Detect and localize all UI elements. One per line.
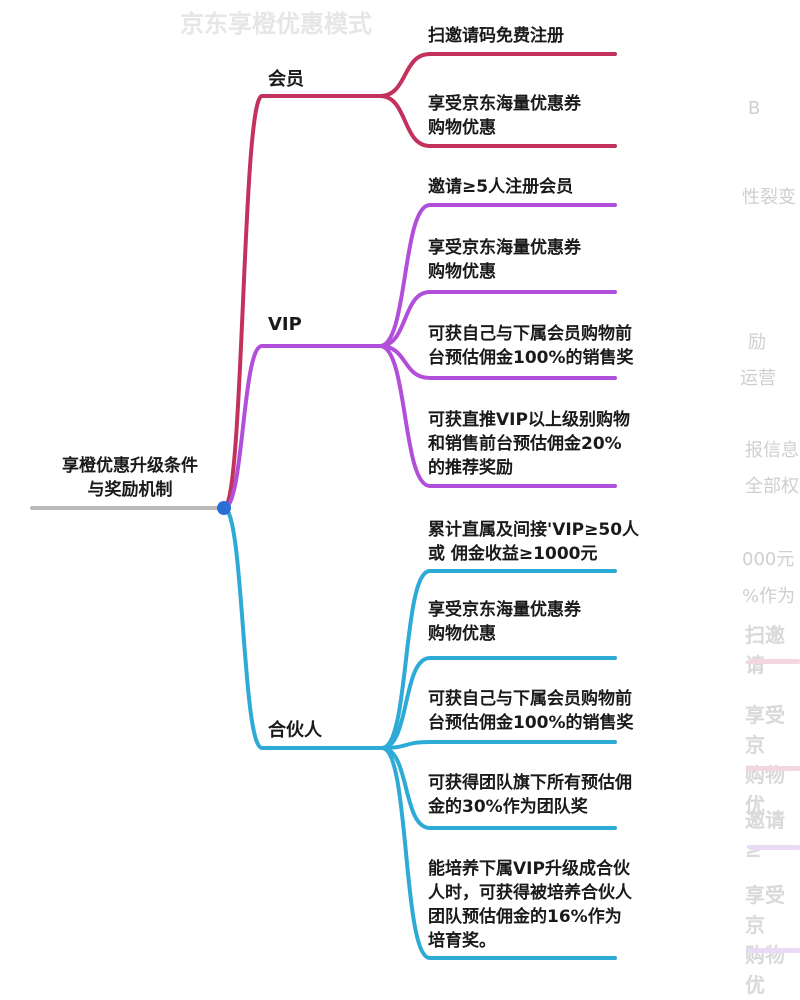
ghost-bar — [748, 948, 800, 953]
ghost-fragment: 报信息 — [745, 440, 799, 461]
branch-connector-member — [222, 94, 264, 510]
ghost-fragment-bold: 扫邀请 — [745, 623, 785, 677]
ghost-fragment: %作为 — [742, 586, 796, 607]
ghost-fragment: 性裂变 — [742, 187, 796, 208]
branch-connector-vip — [222, 344, 264, 510]
branch-vip: VIP — [268, 314, 302, 335]
ghost-bar — [748, 845, 800, 850]
ghost-fragment: 运营 — [740, 368, 776, 389]
leaf-connector-partner-5 — [380, 746, 617, 960]
leaf-partner-4: 可获得团队旗下所有预估佣 金的30%作为团队奖 — [428, 773, 632, 817]
mindmap-connectors — [30, 52, 617, 960]
leaf-member-2: 享受京东海量优惠券 购物优惠 — [428, 94, 581, 138]
ghost-fragment-bold: 邀请≥ — [745, 808, 785, 862]
ghost-fragment: 全部权 — [745, 476, 799, 497]
leaf-connector-vip-4 — [378, 344, 617, 488]
leaf-connector-vip-3 — [378, 344, 617, 380]
branch-member: 会员 — [268, 69, 304, 90]
ghost-bar — [748, 659, 800, 664]
leaf-partner-3: 可获自己与下属会员购物前 台预估佣金100%的销售奖 — [428, 689, 634, 733]
ghost-fragment: 000元 — [742, 549, 795, 570]
root-node-dot — [217, 501, 231, 515]
leaf-connector-vip-1 — [378, 203, 617, 348]
leaf-partner-2: 享受京东海量优惠券 购物优惠 — [428, 600, 581, 644]
leaf-member-1: 扫邀请码免费注册 — [428, 26, 564, 46]
leaf-connector-partner-2 — [380, 656, 617, 750]
leaf-connector-member-2 — [378, 94, 617, 148]
leaf-connector-vip-2 — [378, 290, 617, 348]
leaf-connector-partner-4 — [380, 746, 617, 830]
leaf-vip-3: 可获自己与下属会员购物前 台预估佣金100%的销售奖 — [428, 324, 634, 368]
branch-partner: 合伙人 — [268, 720, 322, 741]
ghost-bar — [748, 766, 800, 771]
ghost-fragment: 励 — [748, 332, 766, 353]
leaf-connector-partner-3 — [380, 740, 617, 750]
leaf-vip-2: 享受京东海量优惠券 购物优惠 — [428, 238, 581, 282]
leaf-connector-partner-1 — [380, 569, 617, 750]
leaf-vip-1: 邀请≥5人注册会员 — [428, 177, 574, 197]
leaf-partner-1: 累计直属及间接'VIP≥50人 或 佣金收益≥1000元 — [428, 520, 640, 564]
ghost-title: 京东享橙优惠模式 — [180, 10, 372, 38]
ghost-fragment: B — [748, 98, 761, 119]
ghost-fragment-bold: 享受京 购物优 — [745, 883, 785, 997]
leaf-partner-5: 能培养下属VIP升级成合伙 人时，可获得被培养合伙人 团队预估佣金的16%作为 … — [428, 859, 632, 951]
leaf-connector-member-1 — [378, 52, 617, 98]
root-topic: 享橙优惠升级条件 与奖励机制 — [62, 456, 198, 500]
branch-connector-partner — [222, 506, 264, 750]
leaf-vip-4: 可获直推VIP以上级别购物 和销售前台预估佣金20% 的推荐奖励 — [428, 410, 630, 478]
ghost-fragment-bold: 享受京 购物优 — [745, 703, 785, 817]
